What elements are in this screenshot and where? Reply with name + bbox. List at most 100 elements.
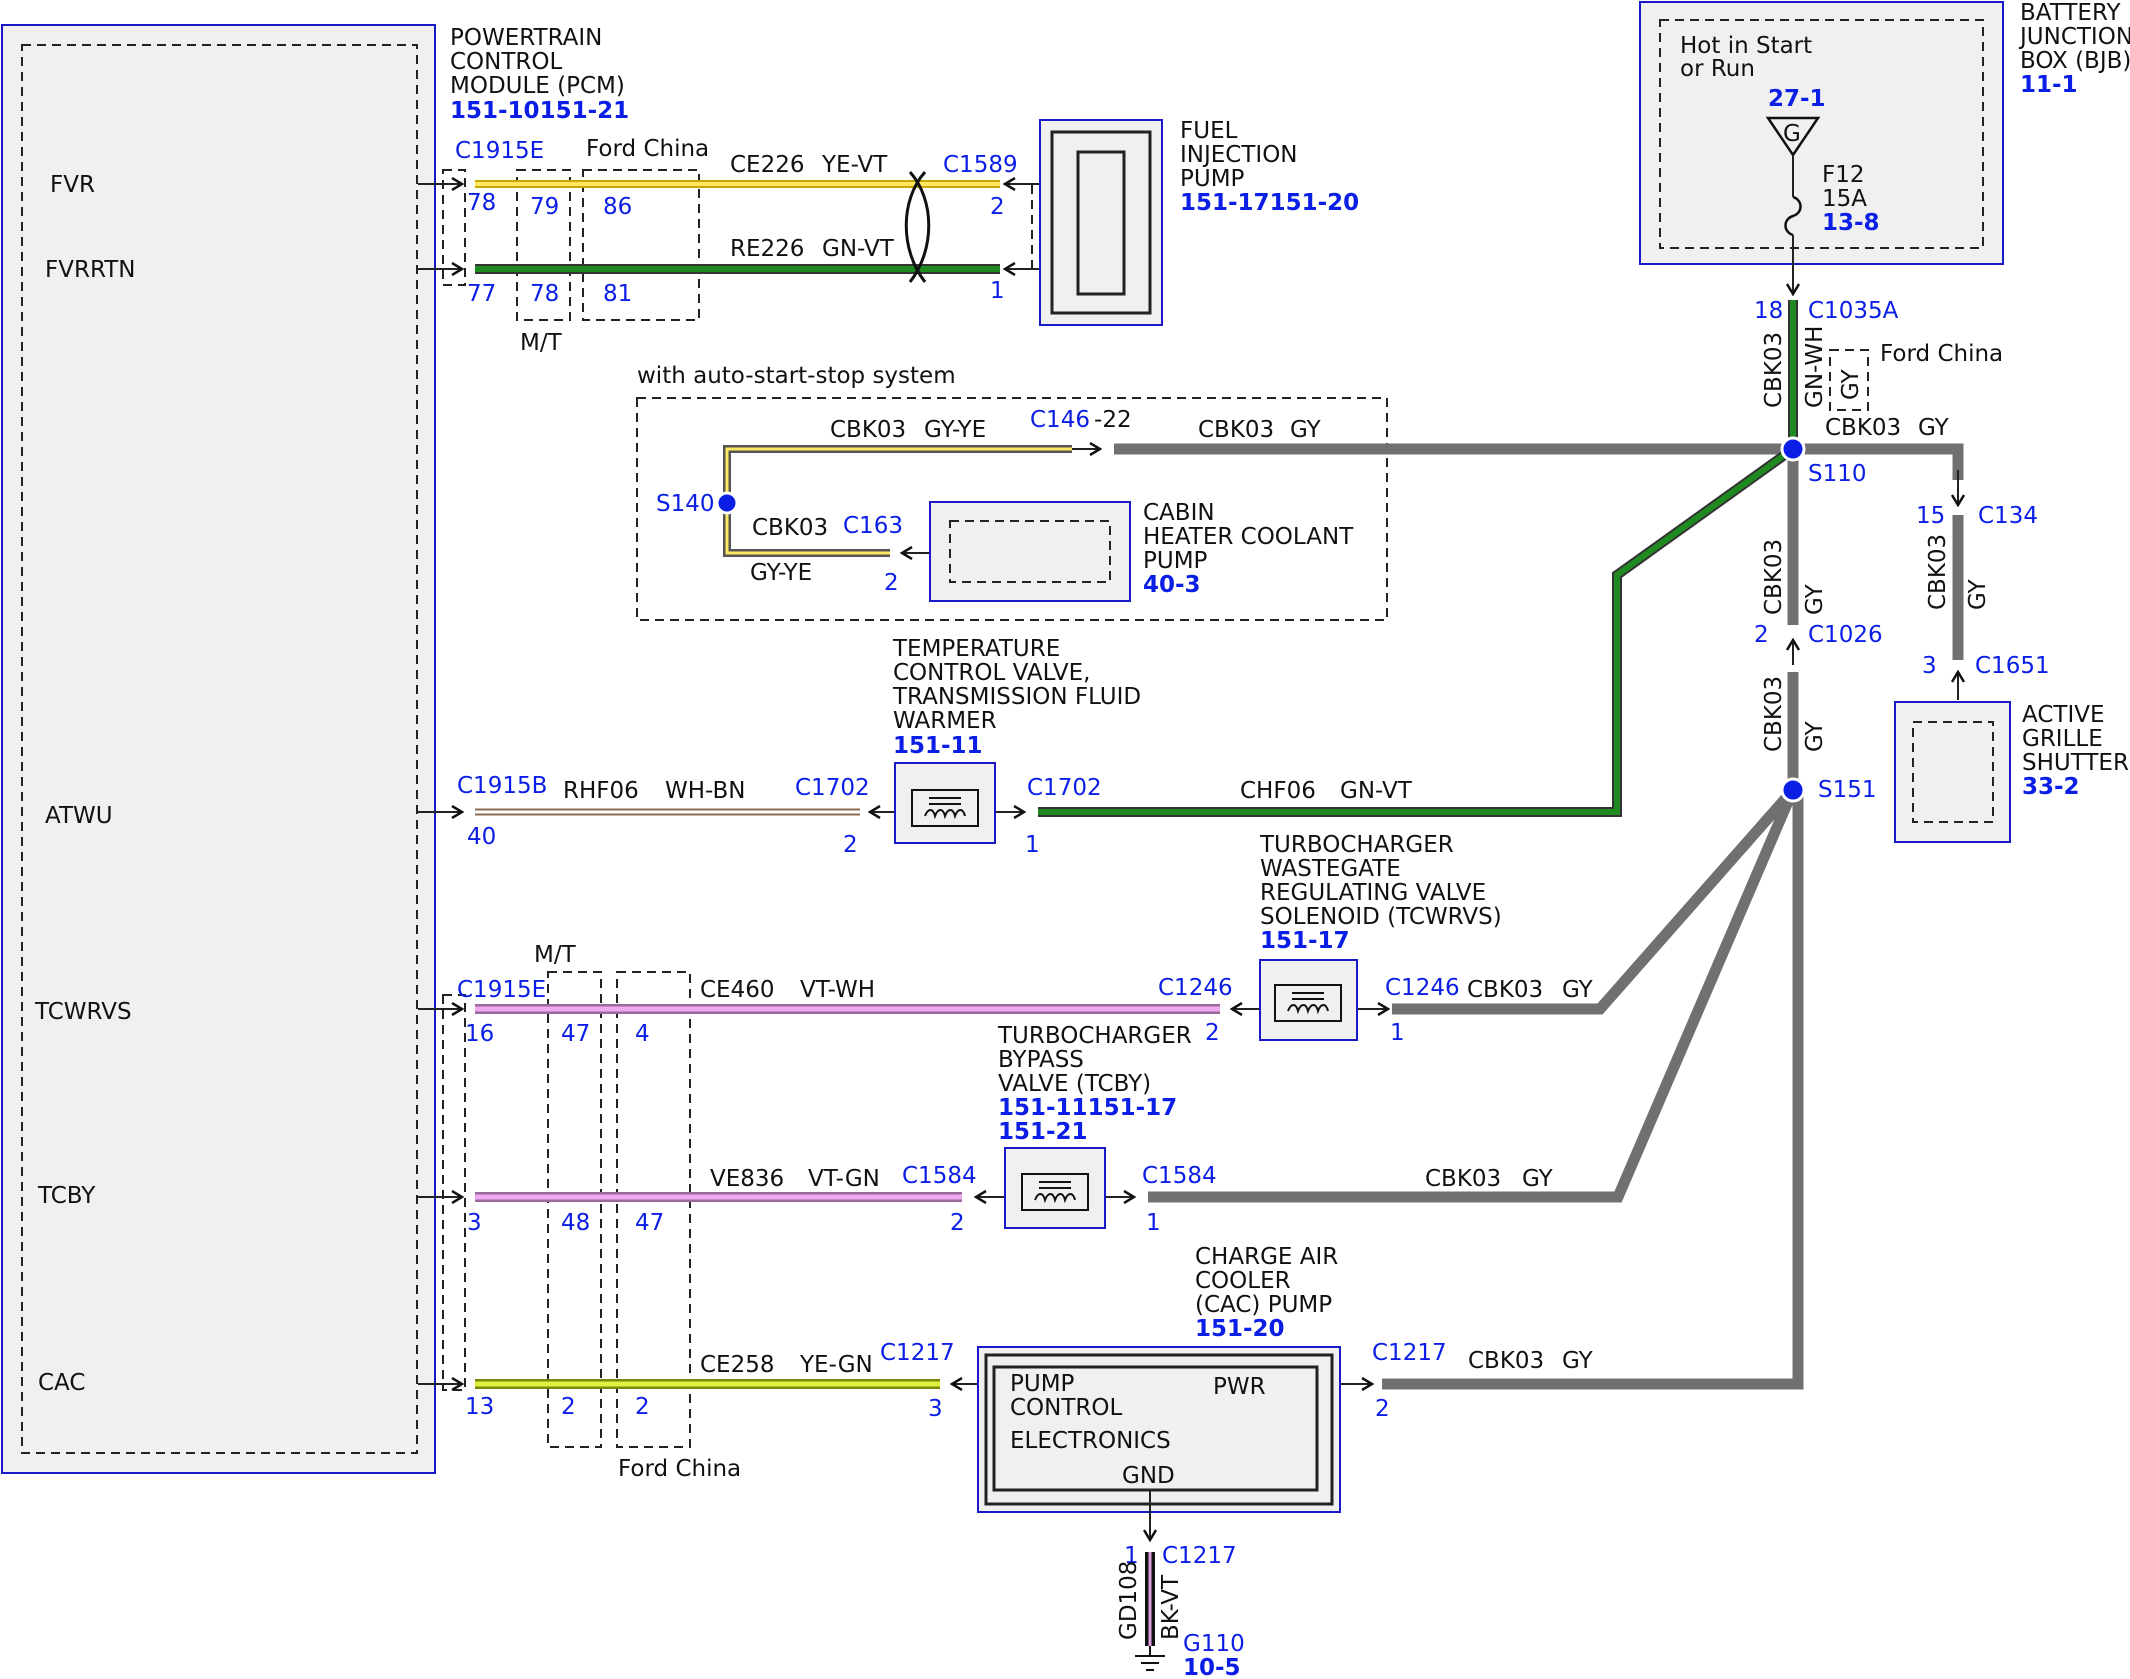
fuel-pump-name-2: INJECTION (1180, 142, 1298, 168)
wire-fvr-color: YE-VT (821, 152, 888, 178)
s140-label: S140 (656, 491, 715, 517)
cac-pump (977, 1346, 1341, 1513)
splice-s151 (1780, 777, 1806, 803)
ford-china-gy-box (1829, 349, 1869, 411)
pin-cac-2: 2 (1375, 1396, 1390, 1422)
wire-rhf06-color: WH-BN (665, 778, 746, 804)
c1246-right-label: C1246 (1385, 975, 1460, 1001)
tcwrvs-name-1: TURBOCHARGER (1259, 832, 1454, 858)
wire-ce460-circuit: CE460 (700, 977, 775, 1003)
bjb-hot-2: or Run (1680, 56, 1755, 82)
ground-symbol (1135, 1646, 1165, 1671)
pcm-pin-cac: CAC (38, 1370, 85, 1396)
c163-label: C163 (843, 513, 903, 539)
bjb-hot-1: Hot in Start (1680, 33, 1812, 59)
pin-c163-2: 2 (884, 570, 899, 596)
cac-inner-3: ELECTRONICS (1010, 1428, 1171, 1454)
gy-vert-c1026: GY (1802, 583, 1828, 615)
pin-cac-fc-2: 2 (635, 1394, 650, 1420)
wire-gy-s151-c1584 (1148, 787, 1799, 1203)
tcwrvs-name-2: WASTEGATE (1260, 856, 1401, 882)
pin-fuel-2: 2 (990, 194, 1005, 220)
gy-vert-s151: GY (1802, 720, 1828, 752)
wire-chf06-color: GN-VT (1340, 778, 1413, 804)
s151-label: S151 (1818, 777, 1877, 803)
cbk03-vert-grille: CBK03 (1925, 534, 1951, 610)
wire-fvr-circuit: CE226 (730, 152, 805, 178)
c1217-gnd-label: C1217 (1162, 1543, 1237, 1569)
cbk03-s110-right-color: GY (1918, 415, 1950, 441)
c1246-left-label: C1246 (1158, 975, 1233, 1001)
pin-c1026-2: 2 (1754, 622, 1769, 648)
wire-ce460-color: VT-WH (800, 977, 875, 1003)
pcm-pin-atwu: ATWU (45, 803, 113, 829)
pin-78-b: 78 (530, 281, 559, 307)
tcv-name-1: TEMPERATURE (892, 636, 1060, 662)
cac-name-2: COOLER (1195, 1268, 1291, 1294)
c1915e-bottom-label: C1915E (457, 977, 546, 1003)
tcv-name-3: TRANSMISSION FLUID (892, 684, 1141, 710)
gy-ye-bottom-color: GY-YE (750, 560, 812, 586)
pin-grille-3: 3 (1922, 653, 1937, 679)
tcwrvs-name-4: SOLENOID (TCWRVS) (1260, 904, 1502, 930)
g110-label: G110 (1183, 1631, 1245, 1657)
pin-15: 15 (1916, 503, 1945, 529)
auto-stop-note: with auto-start-stop system (637, 363, 956, 389)
cbk03-gy-c146-color: GY (1290, 417, 1322, 443)
mt-note-bottom: M/T (534, 942, 577, 968)
cabin-pump-name-3: PUMP (1143, 548, 1208, 574)
tcby-name-2: BYPASS (998, 1047, 1084, 1073)
ford-china-note-top: Ford China (586, 136, 709, 162)
grille-ref: 33-2 (2022, 774, 2080, 800)
pin-86: 86 (603, 194, 632, 220)
ford-china-inline-box-bottom (616, 971, 691, 1448)
pin-gnd-1: 1 (1124, 1543, 1139, 1569)
bjb-fuse-ref: 27-1 (1768, 86, 1826, 112)
wire-rhf06-circuit: RHF06 (563, 778, 639, 804)
c1584-left-label: C1584 (902, 1163, 977, 1189)
active-grille-shutter (1894, 701, 2011, 843)
tcwrvs-solenoid (1259, 959, 1358, 1041)
temperature-control-valve (894, 762, 996, 844)
pin-4: 4 (635, 1021, 650, 1047)
c1915e-bottom-bracket (442, 994, 466, 1391)
auto-stop-box (636, 397, 1388, 621)
c1651-label: C1651 (1975, 653, 2050, 679)
c1026-label: C1026 (1808, 622, 1883, 648)
cbk03-gyye-top-circuit: CBK03 (830, 417, 906, 443)
pin-cac-mt-2: 2 (561, 1394, 576, 1420)
mt-inline-box-top (516, 169, 571, 321)
fuse-f12-symbol (1784, 195, 1802, 237)
cabin-pump-name-1: CABIN (1143, 500, 1215, 526)
cbk03-s110-right-circuit: CBK03 (1825, 415, 1901, 441)
tcby-ref-2: 151-21 (998, 1119, 1088, 1145)
bjb-ref: 11-1 (2020, 72, 2078, 98)
tcwrvs-ref: 151-17 (1260, 928, 1350, 954)
cbk03-gyye-top-color: GY-YE (924, 417, 986, 443)
tcwrvs-name-3: REGULATING VALVE (1260, 880, 1486, 906)
c1035a-label: C1035A (1808, 298, 1899, 324)
wire-gy-s151-c1246 (1392, 786, 1798, 1015)
tcby-name-3: VALVE (TCBY) (998, 1071, 1151, 1097)
pcm-ref: 151-10151-21 (450, 98, 629, 124)
cabin-pump-ref: 40-3 (1143, 572, 1201, 598)
cbk03-tcwrvs-color: GY (1562, 977, 1594, 1003)
grille-name-1: ACTIVE (2022, 702, 2105, 728)
c1217-right-label: C1217 (1372, 1340, 1447, 1366)
pcm-pin-fvrrtn: FVRRTN (45, 257, 136, 283)
c1915e-top-label: C1915E (455, 138, 544, 164)
splice-s140 (715, 491, 739, 515)
grille-name-3: SHUTTER (2022, 750, 2129, 776)
wire-ve836-circuit: VE836 (710, 1166, 784, 1192)
gy-in-box: GY (1838, 368, 1864, 400)
s110-label: S110 (1808, 461, 1867, 487)
c1915e-top-bracket (442, 169, 466, 286)
wire-ce258-circuit: CE258 (700, 1352, 775, 1378)
wire-ve836-color: VT-GN (808, 1166, 880, 1192)
fuse-g-symbol (1765, 116, 1821, 158)
pin-48: 48 (561, 1210, 590, 1236)
pin-tcv-1: 1 (1025, 832, 1040, 858)
pin-3: 3 (467, 1210, 482, 1236)
cac-inner-2: CONTROL (1010, 1395, 1123, 1421)
